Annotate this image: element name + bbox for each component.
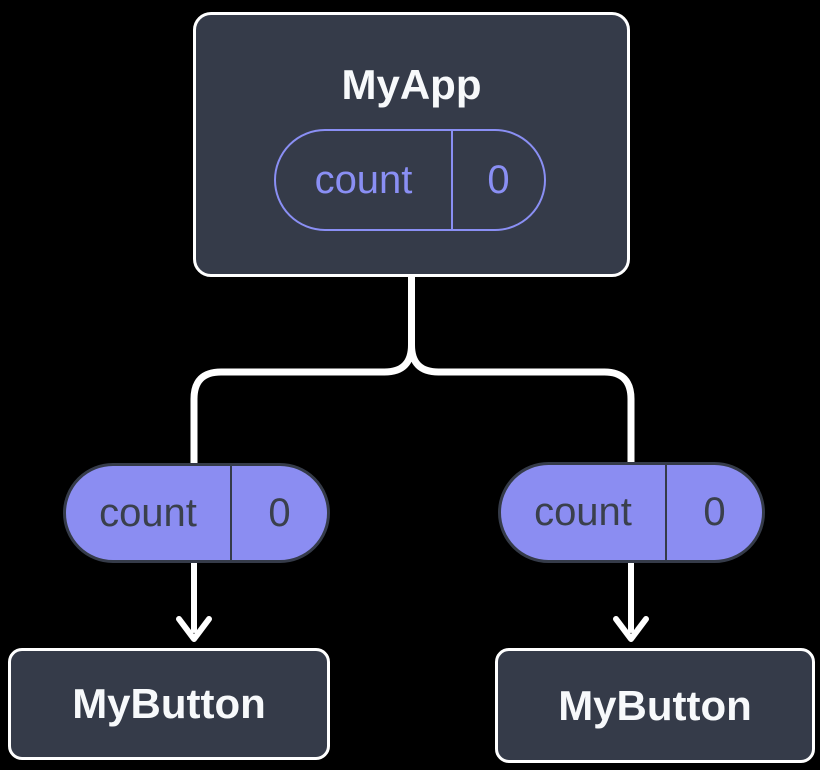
prop-pill-left: count 0 [63, 463, 330, 563]
prop-pill-left-value: 0 [230, 466, 327, 560]
node-myapp-title: MyApp [341, 61, 482, 108]
prop-pill-right-name: count [534, 490, 632, 534]
node-mybutton-right: MyButton [495, 648, 815, 763]
prop-pill-right: count 0 [498, 462, 765, 563]
node-mybutton-right-title: MyButton [558, 681, 752, 729]
state-pill-root: count 0 [274, 129, 546, 231]
arrow-down-left-icon [176, 560, 212, 642]
arrow-down-right-icon [613, 559, 649, 642]
connector-right-branch [408, 272, 635, 470]
prop-pill-left-name: count [99, 490, 197, 535]
state-pill-root-value: 0 [451, 131, 544, 229]
state-pill-root-name: count [314, 157, 413, 202]
node-mybutton-left-title: MyButton [72, 680, 266, 727]
prop-pill-right-value: 0 [665, 465, 762, 560]
node-myapp: MyApp count 0 [193, 12, 630, 277]
connector-left-branch [190, 272, 415, 470]
node-mybutton-left: MyButton [8, 648, 330, 760]
